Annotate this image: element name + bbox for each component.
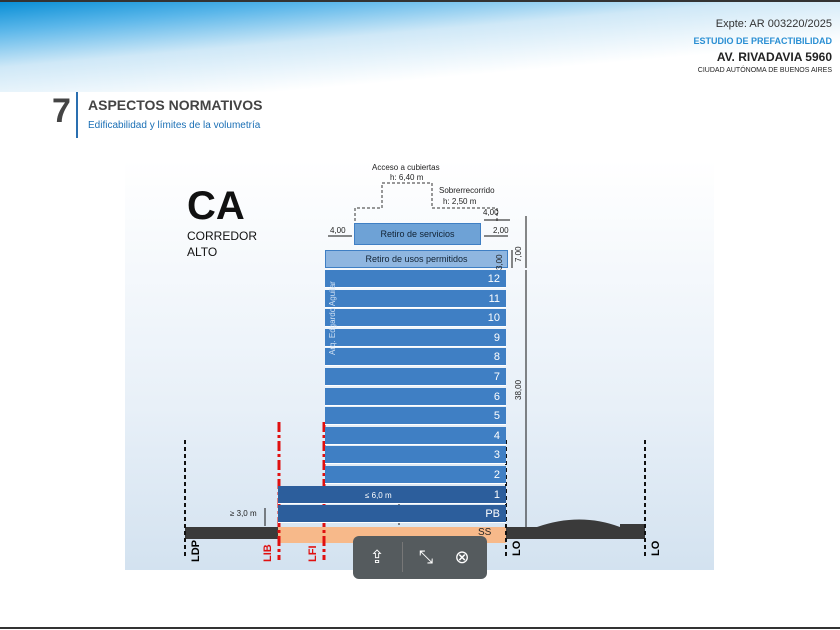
floor-8: 8 [325,348,506,367]
floor-12: 12 [325,270,506,288]
dim-7: 7,00 [514,246,523,262]
address: AV. RIVADAVIA 5960 [716,50,832,64]
retiro-usos-block: Retiro de usos permitidos [325,250,508,268]
header-banner [0,2,840,92]
zone-name-line2: ALTO [187,245,218,259]
viewer-toolbar: ⇪ ⤡ ⊗ [353,536,487,579]
acceso-label: Acceso a cubiertas [372,163,440,172]
share-button[interactable]: ⇪ [364,544,390,570]
section-title: ASPECTOS NORMATIVOS [88,97,263,113]
close-button[interactable]: ⊗ [449,544,475,570]
line-lib: LIB [262,544,274,562]
collapse-icon: ⤡ [418,547,434,567]
floor-ss: SS [478,527,492,538]
dim-le-6: ≤ 6,0 m [365,491,392,500]
section-divider [76,92,78,138]
line-lo-2: LO [650,540,662,556]
dim-4-left: 4,00 [330,226,346,235]
dim-ge-3: ≥ 3,0 m [230,509,257,518]
floor-5: 5 [325,407,506,426]
dim-4-right: 4,00 [483,208,499,217]
floor-3: 3 [325,446,506,465]
line-lfi: LFI [307,545,319,563]
share-icon: ⇪ [369,547,385,567]
acceso-height: h: 6,40 m [390,173,424,182]
floor-4: 4 [325,426,506,445]
collapse-button[interactable]: ⤡ [413,544,439,570]
dim-38: 38,00 [514,379,523,400]
floor-1: 1 [278,485,506,504]
floor-10: 10 [325,309,506,328]
dim-3: 3,00 [495,254,504,270]
close-circle-icon: ⊗ [454,547,470,567]
zone-code: CA [187,184,245,228]
floor-pb: PB [278,505,506,524]
section-subtitle: Edificabilidad y límites de la volumetrí… [88,120,261,131]
city: CIUDAD AUTÓNOMA DE BUENOS AIRES [697,67,832,74]
toolbar-divider [402,542,403,572]
floor-9: 9 [325,328,506,347]
top-border [0,0,840,2]
floor-7: 7 [325,368,506,386]
floor-2: 2 [325,466,506,484]
bottom-border [0,627,840,629]
author-credit: Arq. Edgardo Aguilar [328,281,337,355]
section-number: 7 [52,92,71,130]
floor-6: 6 [325,387,506,406]
expte-number: Expte: AR 003220/2025 [715,18,832,30]
line-lo-1: LO [511,540,523,556]
line-ldp: LDP [190,540,202,562]
retiro-servicios-block: Retiro de servicios [354,223,481,245]
sobrerrecorrido-height: h: 2,50 m [443,197,477,206]
study-type: ESTUDIO DE PREFACTIBILIDAD [693,36,832,46]
floor-11: 11 [325,289,506,308]
dim-2: 2,00 [493,226,509,235]
zone-name-line1: CORREDOR [187,229,258,243]
sobrerrecorrido-label: Sobrerrecorrido [439,186,495,195]
